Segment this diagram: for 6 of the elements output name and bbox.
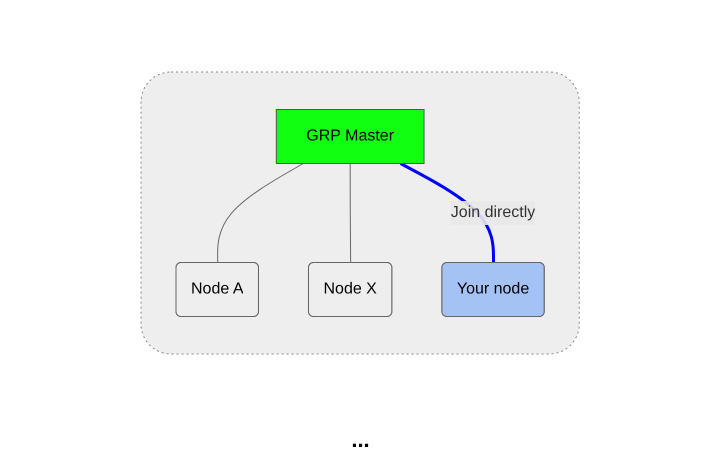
connector bbox=[350, 162, 352, 263]
edge-label: Join directly bbox=[451, 204, 536, 220]
cluster bbox=[140, 71, 580, 354]
node-box: GRP Master bbox=[276, 108, 425, 164]
connector bbox=[218, 162, 304, 263]
ellipsis-note: ... bbox=[351, 427, 370, 452]
